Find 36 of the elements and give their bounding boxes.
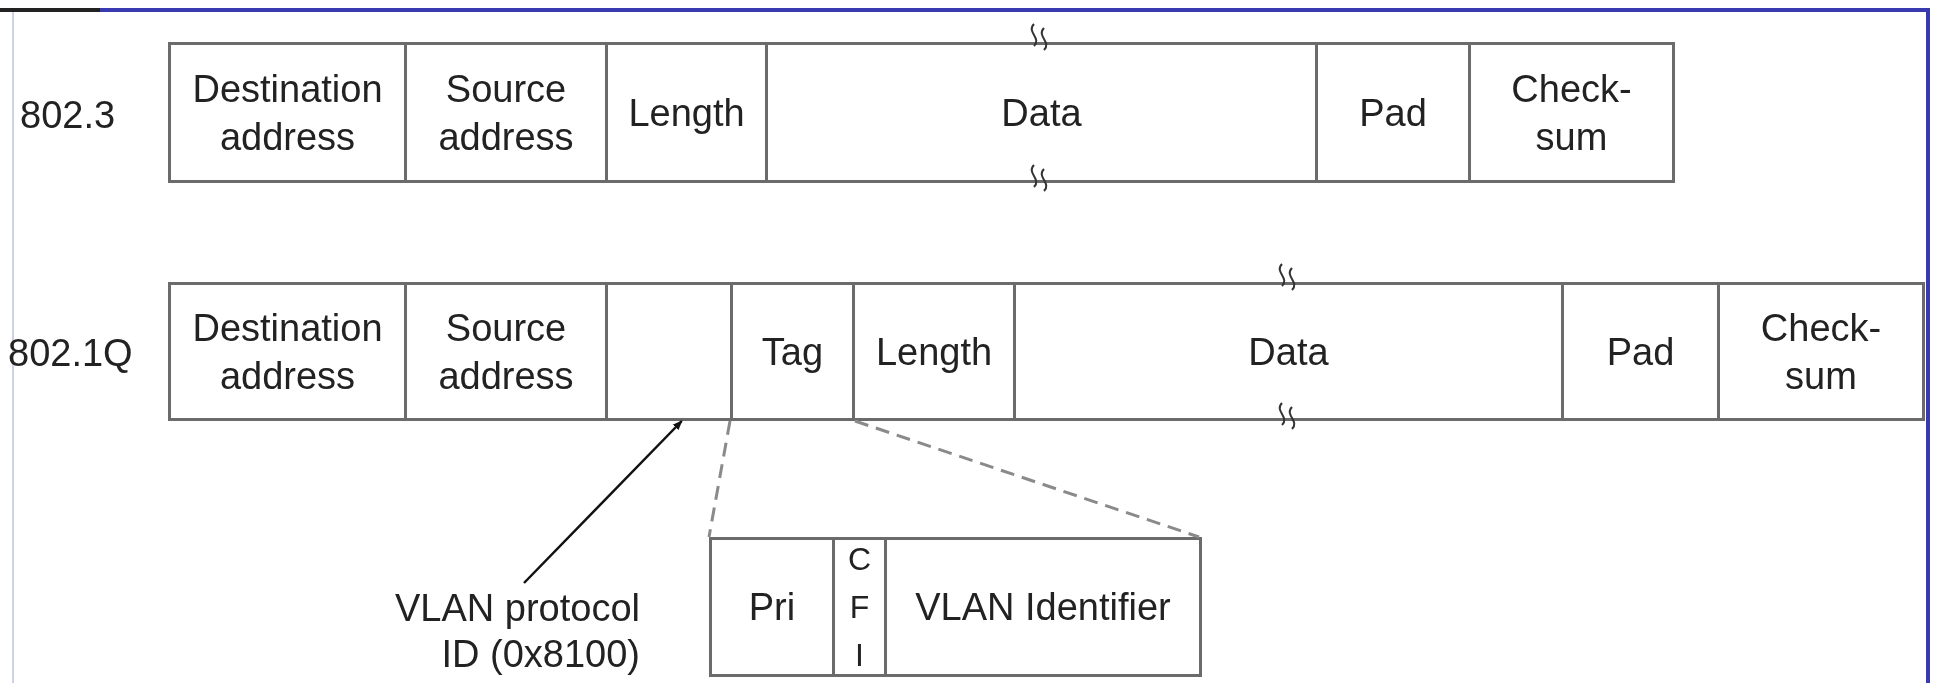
field-label: Check- sum	[1759, 305, 1883, 399]
field-label: Pri	[748, 585, 796, 630]
frame-field	[404, 282, 608, 421]
field-label: Data	[1248, 329, 1329, 375]
zoom-guide-line	[707, 420, 732, 538]
frame-field	[404, 42, 608, 183]
frame-field	[1717, 282, 1925, 421]
frame-field	[168, 282, 407, 421]
frame-field	[1468, 42, 1675, 183]
frame-field	[1561, 282, 1720, 421]
frame-type-label: 802.3	[20, 93, 116, 138]
field-label: Destination address	[191, 66, 384, 160]
frame-type-label: 802.1Q	[8, 331, 133, 376]
frame-field	[730, 282, 855, 421]
field-label: Length	[628, 90, 745, 136]
frame-field	[168, 42, 407, 183]
field-label: Pad	[1606, 329, 1675, 375]
field-label: Source address	[437, 305, 575, 399]
arrow	[523, 420, 683, 584]
field-label: CFI	[847, 540, 872, 675]
annotation-text: VLAN protocol ID (0x8100)	[350, 583, 640, 679]
frame-field	[852, 282, 1016, 421]
field-label: Pad	[1359, 90, 1427, 136]
frame-field	[605, 282, 733, 421]
field-label: VLAN Identifier	[915, 585, 1171, 630]
field-label: Data	[1001, 90, 1082, 136]
zoom-guide-line	[854, 419, 1200, 539]
field-label: Check- sum	[1510, 66, 1633, 160]
field-label: Destination address	[191, 305, 384, 399]
field-label: Source address	[437, 66, 575, 160]
frame-field	[1315, 42, 1471, 183]
frame-field	[1013, 282, 1564, 421]
frame-field	[605, 42, 768, 183]
field-label: Length	[875, 329, 993, 375]
frame-field	[765, 42, 1318, 183]
field-label: Tag	[761, 329, 824, 375]
